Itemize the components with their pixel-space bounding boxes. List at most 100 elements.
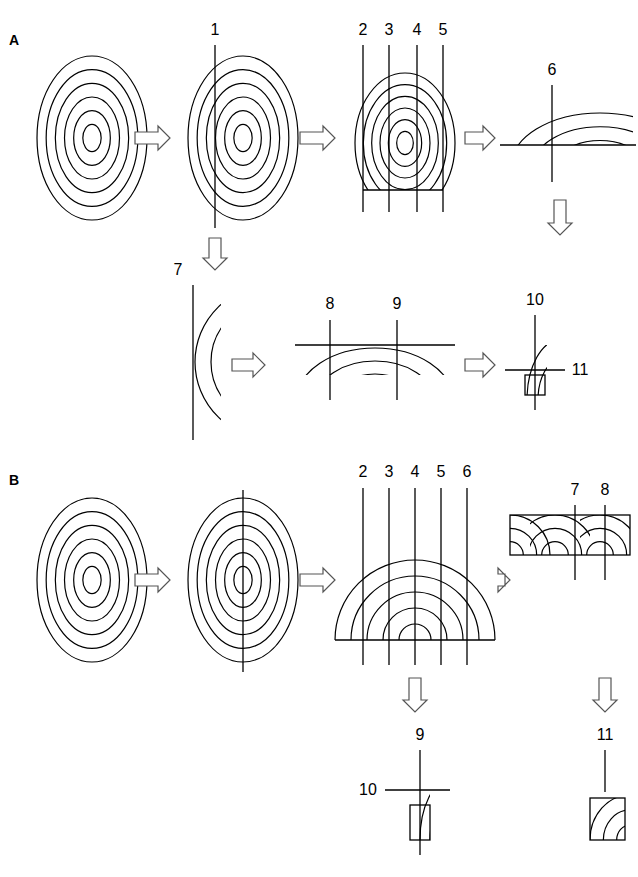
cut-line: [396, 320, 397, 400]
growth-rings: [420, 790, 430, 840]
cut-line: [385, 789, 450, 790]
growth-rings: [510, 113, 633, 145]
process-arrow: [300, 126, 335, 150]
ring: [336, 374, 414, 375]
ring: [234, 124, 252, 151]
ring: [74, 553, 111, 608]
growth-rings: [298, 348, 452, 375]
cut-line: [329, 320, 330, 400]
ring: [617, 825, 625, 840]
callout-number: 6: [463, 464, 472, 480]
ring: [83, 566, 101, 593]
ring: [46, 512, 138, 649]
growth-rings: [37, 498, 147, 662]
ring: [510, 515, 550, 555]
ring: [197, 70, 289, 207]
ring: [372, 96, 439, 189]
ring: [216, 97, 271, 179]
callout-number: 7: [174, 262, 183, 278]
ring: [65, 97, 120, 179]
cut-line: [466, 488, 467, 665]
ring: [65, 539, 120, 621]
ring: [55, 525, 128, 634]
ring: [188, 56, 298, 220]
cut-line: [362, 488, 363, 665]
callout-number: 4: [411, 464, 420, 480]
process-arrow: [135, 568, 170, 592]
growth-rings: [355, 73, 455, 190]
piece-outline: [590, 798, 625, 840]
callout-number: 8: [326, 296, 335, 312]
growth-rings: [188, 56, 298, 220]
ring: [510, 542, 523, 555]
cut-line: [505, 369, 565, 370]
ring: [211, 300, 221, 425]
ring: [74, 111, 111, 166]
process-arrow: [403, 678, 427, 712]
callout-number: 3: [385, 22, 394, 38]
process-arrow: [232, 353, 265, 377]
process-arrow: [203, 238, 227, 270]
callout-number: 1: [211, 22, 220, 38]
ring: [420, 790, 430, 840]
callout-number: 9: [416, 727, 425, 743]
cut-line: [414, 488, 415, 665]
ring: [538, 360, 547, 395]
ring: [363, 85, 446, 190]
ring: [225, 111, 262, 166]
cut-line: [416, 45, 417, 212]
ring: [542, 542, 569, 555]
callout-number: 2: [359, 464, 368, 480]
ring: [298, 348, 452, 375]
process-arrow: [498, 568, 510, 592]
cut-line: [604, 505, 605, 580]
callout-number: 10: [359, 782, 377, 798]
callout-number: 8: [601, 482, 610, 498]
cut-line: [242, 490, 243, 672]
panel-letter: A: [9, 33, 19, 47]
cut-line: [295, 344, 455, 345]
piece-outline: [510, 515, 630, 555]
ring: [510, 528, 537, 555]
ring: [580, 528, 627, 555]
ring: [590, 798, 625, 840]
process-arrow: [593, 678, 617, 712]
ring: [587, 542, 614, 555]
ring: [510, 113, 633, 145]
ring: [530, 528, 582, 555]
callout-number: 6: [548, 62, 557, 78]
callout-number: 7: [571, 482, 580, 498]
process-arrow: [465, 126, 495, 150]
ring: [83, 124, 101, 151]
ring: [603, 810, 625, 840]
cut-line: [604, 750, 605, 792]
cut-line: [500, 144, 636, 145]
ring: [37, 498, 147, 662]
ring: [355, 73, 455, 190]
process-arrow: [548, 200, 572, 235]
cut-line: [388, 488, 389, 665]
callout-number: 5: [437, 464, 446, 480]
ring: [206, 83, 279, 192]
callout-number: 11: [572, 362, 589, 378]
cut-line: [442, 45, 443, 212]
ring: [55, 83, 128, 192]
callout-number: 4: [413, 22, 422, 38]
callout-number: 9: [393, 296, 402, 312]
callout-number: 5: [439, 22, 448, 38]
process-arrow: [465, 353, 495, 377]
cut-line: [388, 45, 389, 212]
process-arrow: [135, 126, 170, 150]
growth-rings: [195, 284, 221, 440]
cut-line: [362, 45, 363, 212]
ring: [555, 141, 633, 146]
growth-rings: [530, 515, 590, 555]
ring: [397, 131, 414, 154]
cut-line: [574, 505, 575, 580]
ring: [195, 284, 221, 440]
panel-letter: B: [9, 473, 19, 487]
cut-line: [534, 315, 535, 410]
ring: [317, 361, 434, 375]
